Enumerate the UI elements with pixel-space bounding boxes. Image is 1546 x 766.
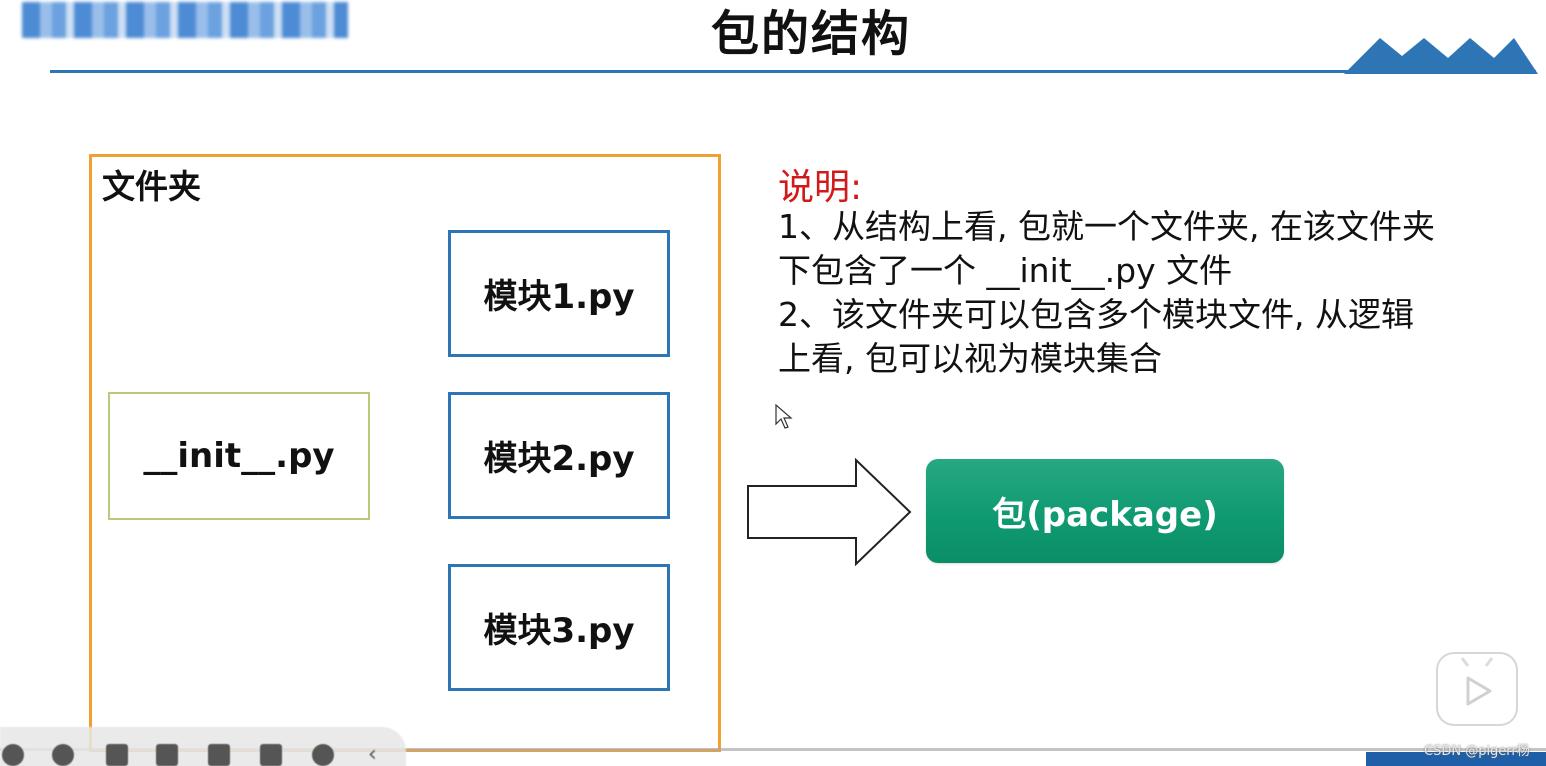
folder-icon[interactable] [208,744,230,766]
video-progress-segment [1366,752,1546,766]
play-icon [1460,657,1494,706]
previous-icon[interactable] [2,744,24,766]
module-3-box: 模块3.py [448,564,670,691]
explanation-line: 上看, 包可以视为模块集合 [778,339,1162,378]
blurred-logo [22,2,348,38]
video-progress-track[interactable] [0,748,1546,751]
page-title: 包的结构 [710,6,911,62]
folder-label: 文件夹 [102,167,201,206]
explanation-line: 1、从结构上看, 包就一个文件夹, 在该文件夹 [778,207,1435,246]
explanation-text: 1、从结构上看, 包就一个文件夹, 在该文件夹 下包含了一个 __init__.… [778,205,1498,381]
title-divider [50,70,1536,73]
pen-icon[interactable] [106,744,128,766]
video-play-button[interactable] [1436,652,1518,726]
right-arrow-icon [747,458,912,566]
play-control-icon[interactable] [52,744,74,766]
explanation-line: 2、该文件夹可以包含多个模块文件, 从逻辑 [778,295,1414,334]
module-1-box: 模块1.py [448,230,670,357]
screenshot-icon[interactable] [156,744,178,766]
collapse-icon[interactable]: ‹ [368,742,377,766]
mountains-decoration-icon [1344,38,1538,74]
explanation-line: 下包含了一个 __init__.py 文件 [778,251,1233,290]
watermark: CSDN @pigerr杨 [1424,744,1530,759]
note-icon[interactable] [260,744,282,766]
init-file-box: __init__.py [108,392,370,520]
package-label-box: 包(package) [926,459,1284,563]
explanation-heading: 说明: [778,167,863,208]
module-2-box: 模块2.py [448,392,670,519]
chat-icon[interactable] [312,744,334,766]
mouse-cursor-icon [775,404,793,429]
